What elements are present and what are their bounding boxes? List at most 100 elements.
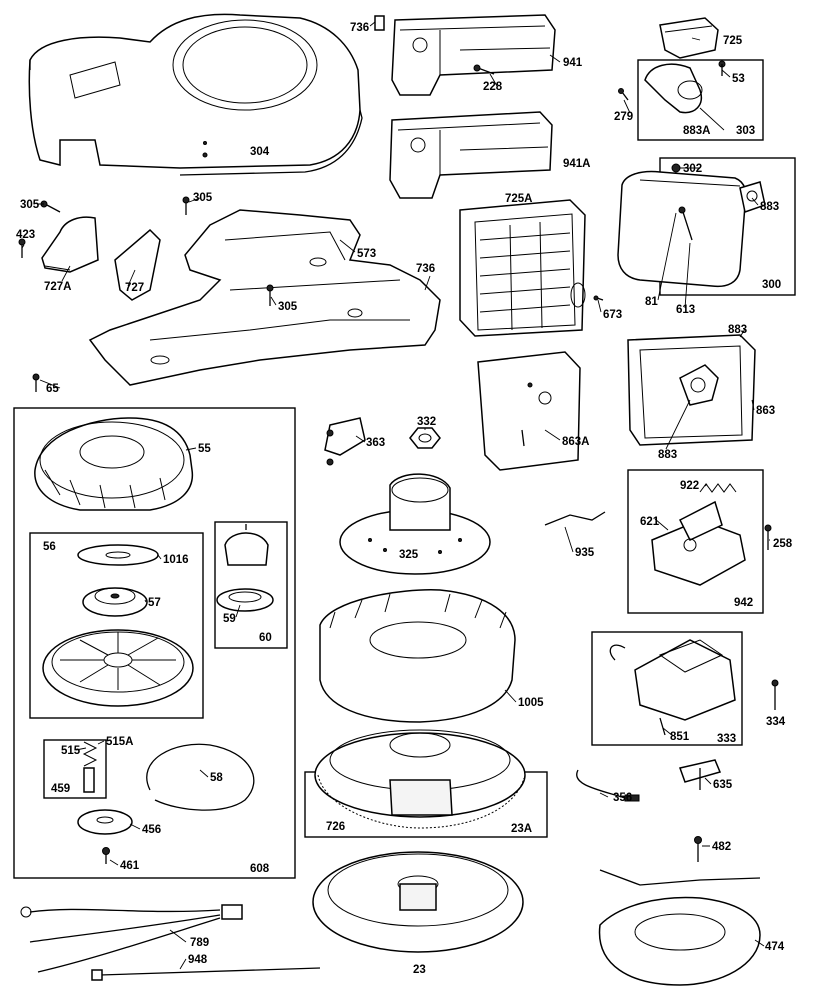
label-325: 325: [399, 549, 419, 561]
label-456: 456: [142, 824, 161, 836]
label-57: 57: [148, 597, 161, 609]
label-1005: 1005: [518, 697, 544, 709]
screw-334: [771, 679, 779, 710]
screw-673: [593, 295, 604, 301]
label-81: 81: [645, 296, 658, 308]
flywheel-23: [312, 851, 524, 953]
rewind-spring-57: [82, 587, 148, 617]
starter-rope-58: [146, 743, 255, 811]
label-482: 482: [712, 841, 731, 853]
flywheel-fan-1005: [319, 589, 516, 723]
label-23a: 23A: [511, 823, 532, 835]
label-55: 55: [198, 443, 211, 455]
label-305-left: 305: [20, 199, 40, 211]
label-727: 727: [125, 282, 144, 294]
screw-305-center: [266, 284, 274, 306]
callout-labels: 736 941 228 941A 304 725 53 279 883A 303…: [16, 22, 793, 976]
label-56: 56: [43, 541, 56, 553]
flywheel-726: [314, 729, 526, 829]
label-863a: 863A: [562, 436, 590, 448]
muffler-guard-725: [659, 17, 719, 59]
governor-bracket-942: [651, 500, 746, 586]
spring-515: [82, 741, 98, 793]
wire-harness-789: [20, 904, 243, 973]
label-60: 60: [259, 632, 272, 644]
label-258: 258: [773, 538, 793, 550]
label-883a: 883A: [683, 125, 711, 137]
spark-plug-terminal-635: [679, 759, 722, 790]
label-736-shield: 736: [416, 263, 435, 275]
kit-box-942: [627, 469, 764, 614]
kit-box-333: [591, 631, 743, 746]
label-613: 613: [676, 304, 695, 316]
label-334: 334: [766, 716, 786, 728]
screw-228: [473, 64, 495, 75]
leader-lines: [21, 21, 770, 970]
label-228: 228: [483, 81, 503, 93]
rewind-starter-55: [34, 417, 194, 511]
muffler-300: [617, 163, 766, 288]
label-332: 332: [417, 416, 436, 428]
label-851: 851: [670, 731, 690, 743]
screw-279: [618, 88, 629, 101]
bracket-727: [114, 228, 161, 301]
kit-box-608: [13, 407, 296, 879]
muffler-guard-725a: [459, 199, 586, 337]
kit-box-303: [637, 59, 764, 141]
screw-258: [764, 524, 772, 550]
label-726: 726: [326, 821, 345, 833]
label-948: 948: [188, 954, 208, 966]
label-53: 53: [732, 73, 745, 85]
screw-305-top: [182, 196, 190, 215]
label-303: 303: [736, 125, 755, 137]
nut-332: [409, 427, 441, 449]
screw-305-left: [40, 200, 61, 213]
bracket-727a: [41, 216, 99, 273]
exhaust-elbow-303: [644, 60, 726, 114]
label-789: 789: [190, 937, 209, 949]
label-515: 515: [61, 745, 81, 757]
label-941a: 941A: [563, 158, 591, 170]
label-736: 736: [350, 22, 369, 34]
label-727a: 727A: [44, 281, 72, 293]
label-725a: 725A: [505, 193, 533, 205]
ignition-armature-333: [609, 639, 736, 736]
screw-65: [32, 373, 40, 392]
spring-cup-1016: [77, 544, 159, 566]
label-423: 423: [16, 229, 35, 241]
label-863: 863: [756, 405, 775, 417]
label-23: 23: [413, 964, 426, 976]
label-279: 279: [614, 111, 633, 123]
label-474: 474: [765, 941, 785, 953]
screw-482: [694, 836, 702, 862]
label-305-top: 305: [193, 192, 213, 204]
label-461: 461: [120, 860, 140, 872]
handle-60: [224, 524, 269, 566]
label-356: 356: [613, 792, 632, 804]
label-725: 725: [723, 35, 743, 47]
kit-box-60: [214, 521, 288, 649]
blower-housing-304: [28, 13, 363, 176]
label-1016: 1016: [163, 554, 189, 566]
link-935: [544, 511, 606, 526]
air-guide-941a: [389, 111, 553, 199]
label-608: 608: [250, 863, 270, 875]
heat-shield-863: [627, 334, 756, 446]
label-883-bottom: 883: [658, 449, 677, 461]
label-673: 673: [603, 309, 622, 321]
label-459: 459: [51, 783, 70, 795]
kit-box-56: [29, 532, 204, 719]
kit-box-459: [43, 739, 107, 799]
air-guide-941: [391, 14, 556, 96]
screw-461: [102, 847, 110, 864]
starter-cup-456: [77, 809, 133, 835]
wire-948: [91, 967, 321, 981]
handle-insert-59: [216, 588, 274, 612]
rotating-screen-325: [339, 473, 491, 575]
screw-423: [18, 238, 26, 258]
label-935: 935: [575, 547, 595, 559]
label-515a: 515A: [106, 736, 134, 748]
gasket-863a: [477, 351, 581, 471]
